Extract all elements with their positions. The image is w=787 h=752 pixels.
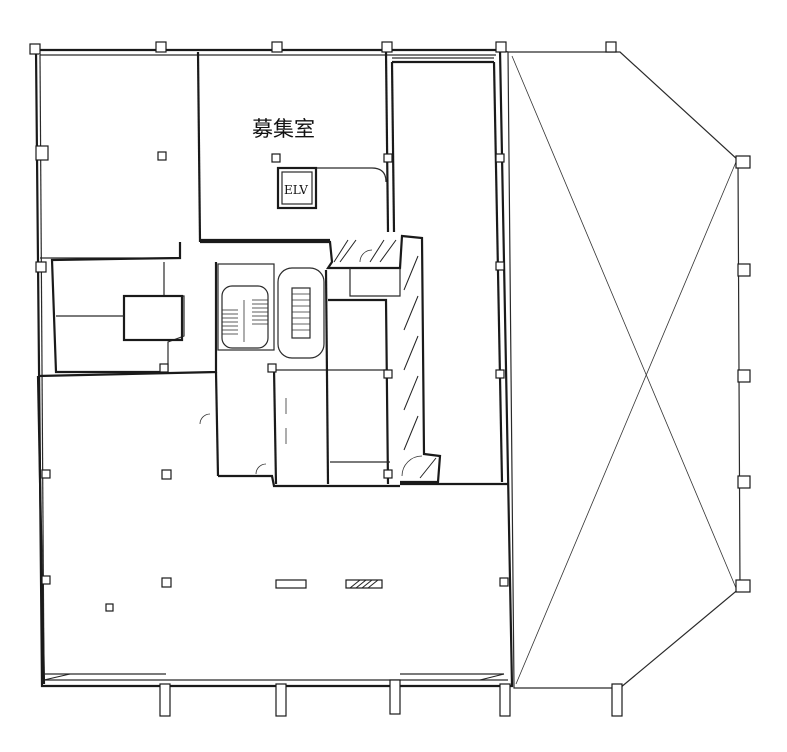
elevator bbox=[276, 166, 318, 210]
elevator-label: ELV bbox=[284, 183, 308, 197]
columns bbox=[29, 41, 751, 717]
stair-treads-2 bbox=[292, 293, 310, 331]
bottom-windows bbox=[43, 673, 505, 681]
atrium-void bbox=[499, 49, 741, 689]
main-room bbox=[36, 375, 508, 685]
shaft-hatch bbox=[333, 239, 437, 479]
stair-treads-1 bbox=[222, 299, 268, 342]
recruitment-room-label: 募集室 bbox=[252, 117, 315, 141]
top-rooms bbox=[40, 51, 504, 483]
core bbox=[37, 234, 442, 488]
